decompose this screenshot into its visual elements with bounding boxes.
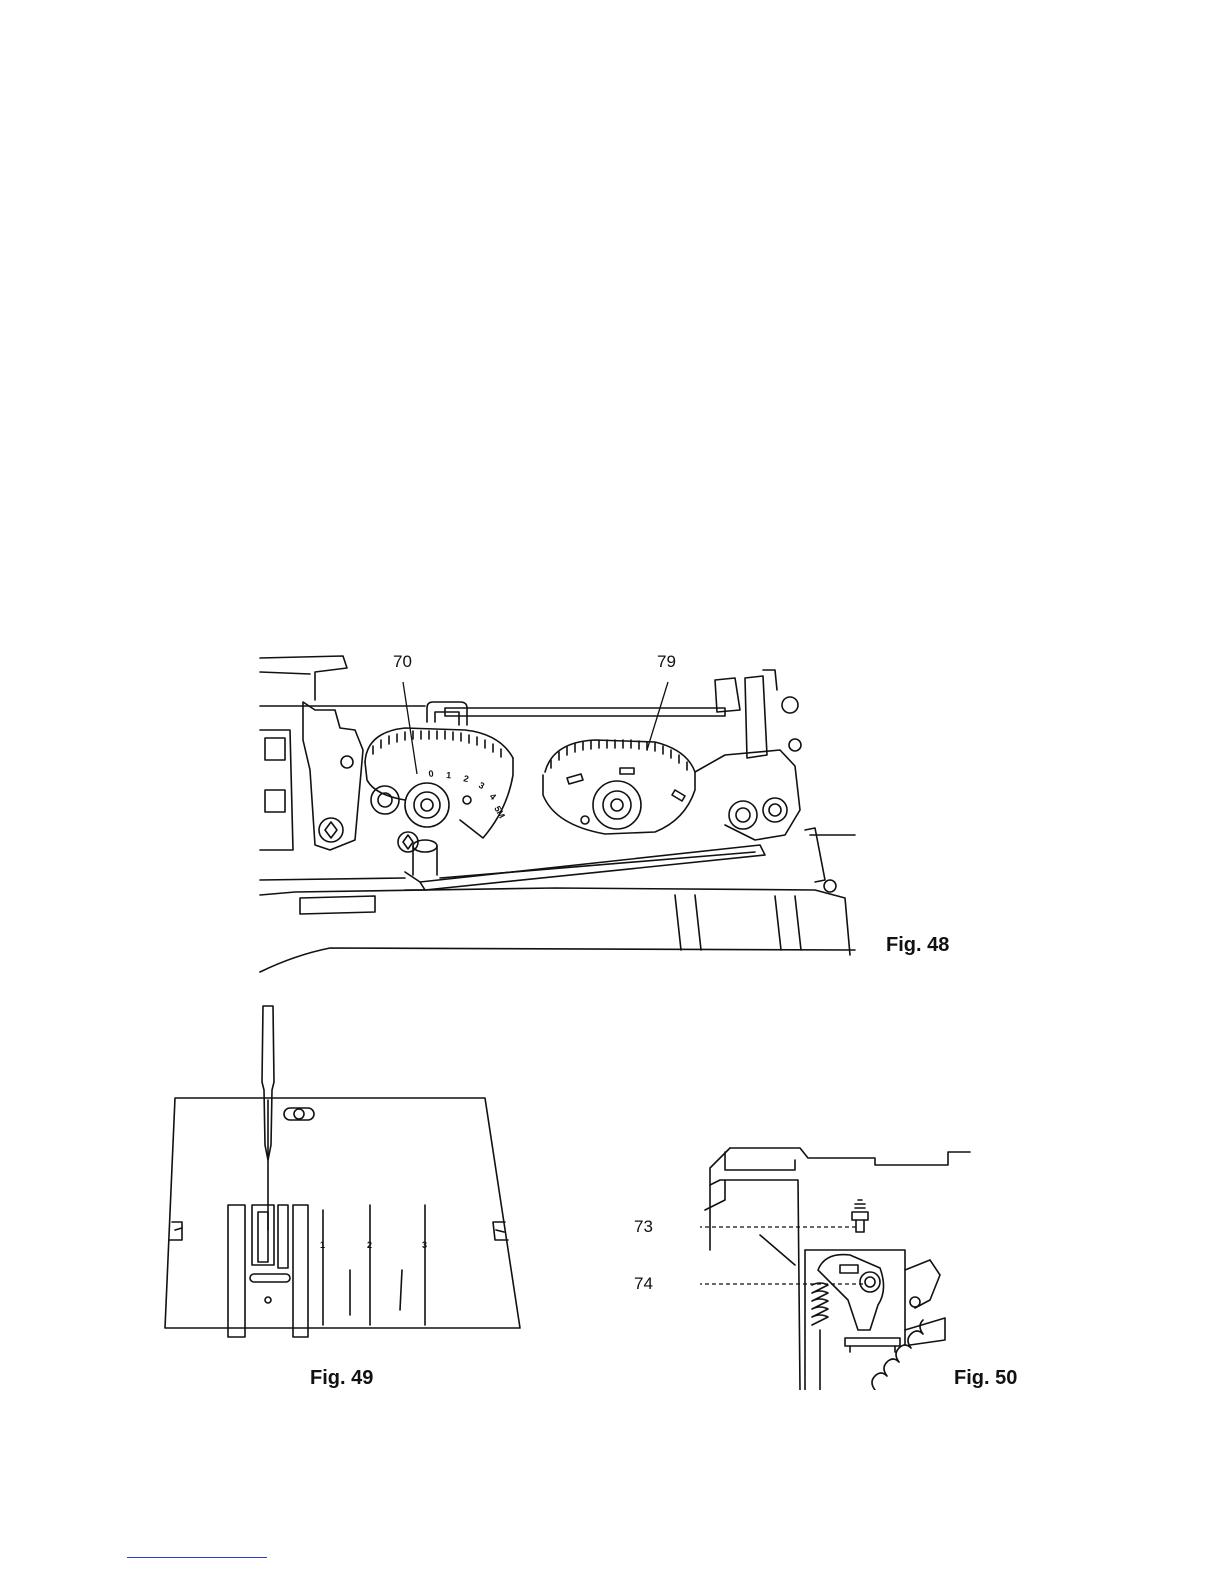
- dial-scale-1: 1: [446, 770, 452, 780]
- footer-rule: [127, 1557, 267, 1558]
- dial-scale-0: 0: [428, 768, 434, 779]
- callout-70: 70: [393, 652, 412, 672]
- plate-scale-3: 3: [422, 1240, 427, 1250]
- callout-73: 73: [634, 1217, 653, 1237]
- fig-50-caption: Fig. 50: [954, 1367, 1017, 1390]
- callout-79: 79: [657, 652, 676, 672]
- plate-scale-1: 1: [320, 1240, 325, 1250]
- plate-scale-2: 2: [367, 1240, 372, 1250]
- fig-48-caption: Fig. 48: [886, 934, 949, 957]
- dial-scale-5m: 5M: [492, 804, 507, 820]
- dial-scale-3: 3: [477, 780, 486, 791]
- fig-50-illustration: [700, 1140, 975, 1390]
- dial-scale-2: 2: [463, 773, 470, 784]
- fig-49-caption: Fig. 49: [310, 1367, 373, 1390]
- dial-scale-4: 4: [488, 791, 499, 802]
- fig-49-illustration: 1 2 3: [160, 1000, 530, 1340]
- fig-48-illustration: 0 1 2 3 4 5M: [255, 650, 860, 980]
- callout-74: 74: [634, 1274, 653, 1294]
